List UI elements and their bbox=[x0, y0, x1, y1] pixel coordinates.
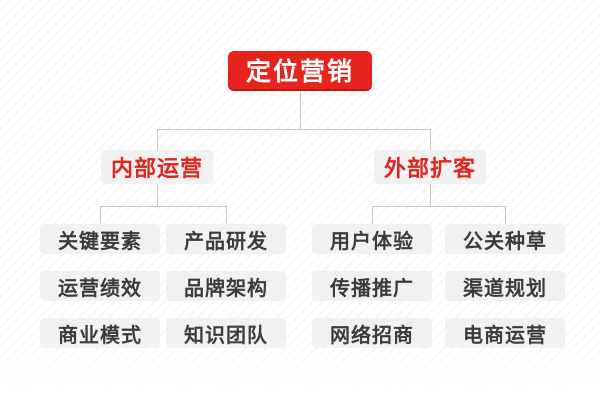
leaf-node: 产品研发 bbox=[166, 224, 286, 254]
leaf-node-label: 关键要素 bbox=[58, 230, 142, 253]
connector-line bbox=[430, 184, 431, 206]
connector-line bbox=[300, 91, 301, 129]
branch-node-label: 内部运营 bbox=[110, 156, 203, 181]
leaf-node-label: 传播推广 bbox=[330, 277, 414, 300]
leaf-node-label: 渠道规划 bbox=[463, 277, 547, 300]
leaf-node: 用户体验 bbox=[312, 224, 432, 254]
connector-line bbox=[372, 206, 373, 224]
leaf-node: 关键要素 bbox=[40, 224, 160, 254]
branch-node-external-acquisition: 外部扩客 bbox=[374, 150, 486, 184]
leaf-node: 电商运营 bbox=[445, 318, 565, 348]
background-fade bbox=[0, 340, 600, 400]
connector-line bbox=[100, 206, 101, 224]
leaf-node: 商业模式 bbox=[40, 318, 160, 348]
connector-line bbox=[430, 129, 431, 150]
branch-node-internal-operations: 内部运营 bbox=[101, 150, 213, 184]
leaf-node-label: 网络招商 bbox=[330, 324, 414, 347]
leaf-node-label: 电商运营 bbox=[463, 324, 547, 347]
leaf-node: 知识团队 bbox=[166, 318, 286, 348]
connector-line bbox=[505, 206, 506, 224]
leaf-node: 运营绩效 bbox=[40, 271, 160, 301]
leaf-node-label: 品牌架构 bbox=[184, 277, 268, 300]
root-node-label: 定位营销 bbox=[245, 58, 354, 86]
branch-node-label: 外部扩客 bbox=[383, 156, 476, 181]
leaf-node: 品牌架构 bbox=[166, 271, 286, 301]
leaf-node-label: 产品研发 bbox=[184, 230, 268, 253]
connector-line bbox=[100, 206, 227, 207]
connector-line bbox=[372, 206, 505, 207]
leaf-node-label: 公关种草 bbox=[463, 230, 547, 253]
leaf-node-label: 运营绩效 bbox=[58, 277, 142, 300]
leaf-node: 渠道规划 bbox=[445, 271, 565, 301]
root-node: 定位营销 bbox=[228, 51, 372, 91]
leaf-node-label: 用户体验 bbox=[330, 230, 414, 253]
leaf-node-label: 商业模式 bbox=[58, 324, 142, 347]
connector-line bbox=[157, 129, 158, 150]
connector-line bbox=[226, 206, 227, 224]
connector-line bbox=[157, 129, 431, 130]
leaf-node: 公关种草 bbox=[445, 224, 565, 254]
connector-line bbox=[157, 184, 158, 206]
leaf-node: 网络招商 bbox=[312, 318, 432, 348]
leaf-node: 传播推广 bbox=[312, 271, 432, 301]
leaf-node-label: 知识团队 bbox=[184, 324, 268, 347]
